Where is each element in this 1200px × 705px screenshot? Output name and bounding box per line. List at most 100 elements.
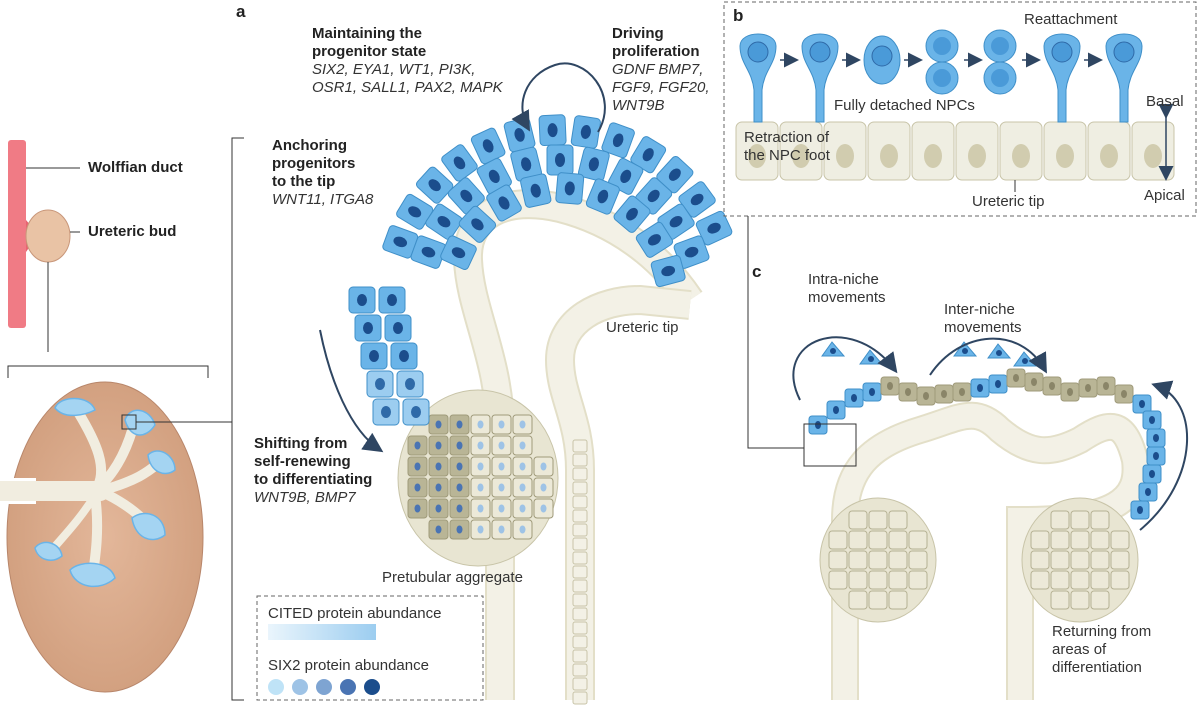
npc-cell bbox=[630, 136, 667, 174]
niche-nucleus bbox=[869, 388, 875, 396]
aggregate-nucleus bbox=[477, 483, 484, 492]
npc-nucleus bbox=[375, 378, 385, 390]
wolffian-duct-label: Wolffian duct bbox=[88, 159, 183, 176]
npc-nucleus bbox=[498, 196, 510, 210]
npc-nucleus bbox=[647, 234, 661, 246]
aggregate-nucleus bbox=[477, 420, 484, 429]
npc-cell bbox=[570, 115, 601, 149]
migrating-nucleus bbox=[996, 350, 1002, 356]
aggregate-nucleus bbox=[540, 462, 547, 471]
npc-nucleus bbox=[453, 156, 466, 170]
panel-b-ureteric-tip-label: Ureteric tip bbox=[972, 193, 1045, 210]
aggregate-nucleus bbox=[477, 504, 484, 513]
tube-cell bbox=[572, 649, 588, 663]
aggregate-cell bbox=[908, 530, 928, 550]
aggregate-nucleus bbox=[540, 483, 547, 492]
niche-nucleus bbox=[1013, 374, 1019, 382]
npc-nucleus bbox=[530, 183, 541, 198]
aggregate-cell bbox=[1050, 570, 1070, 590]
aggregate-cell bbox=[868, 590, 888, 610]
npc-nucleus bbox=[871, 45, 893, 67]
tip-epithelial-nucleus bbox=[792, 144, 810, 168]
aggregate-cell bbox=[888, 550, 908, 570]
aggregate-nucleus bbox=[435, 420, 442, 429]
npc-nucleus bbox=[626, 207, 638, 221]
c-zoom-box bbox=[803, 423, 857, 467]
tube-cell bbox=[572, 691, 588, 705]
aggregate-nucleus bbox=[435, 483, 442, 492]
aggregate-nucleus bbox=[456, 441, 463, 450]
aggregate-nucleus bbox=[498, 462, 505, 471]
b-to-c-connector bbox=[747, 216, 804, 449]
overview-panel bbox=[0, 140, 232, 693]
npc-nucleus bbox=[647, 189, 660, 203]
niche-nucleus bbox=[1145, 488, 1151, 496]
npc-nucleus bbox=[520, 157, 532, 172]
npc-cell bbox=[650, 254, 686, 288]
npc-nucleus bbox=[684, 246, 699, 258]
npc-nucleus bbox=[933, 37, 951, 55]
npc-nucleus bbox=[661, 265, 676, 277]
aggregate-cell bbox=[828, 570, 848, 590]
npc-nucleus bbox=[460, 189, 473, 203]
aggregate-cell bbox=[1070, 590, 1090, 610]
niche-nucleus bbox=[905, 388, 911, 396]
niche-nucleus bbox=[1067, 388, 1073, 396]
niche-nucleus bbox=[1103, 382, 1109, 390]
niche-nucleus bbox=[887, 382, 893, 390]
niche-nucleus bbox=[941, 390, 947, 398]
apical-label: Apical bbox=[1144, 187, 1185, 204]
aggregate-cell bbox=[848, 510, 868, 530]
wolffian-duct bbox=[8, 140, 26, 328]
kidney-shape bbox=[6, 381, 204, 693]
panel-b bbox=[723, 1, 1197, 449]
six2-dot bbox=[316, 679, 332, 695]
tube-cells bbox=[572, 439, 588, 705]
npc-nucleus bbox=[707, 222, 721, 234]
panel-c bbox=[792, 336, 1189, 700]
npc-nucleus bbox=[411, 406, 421, 418]
maintaining-genes-1: SIX2, EYA1, WT1, PI3K, bbox=[312, 61, 476, 78]
aggregate-nucleus bbox=[519, 504, 526, 513]
npc-cell bbox=[384, 314, 412, 342]
inter-niche-label-2: movements bbox=[944, 319, 1022, 336]
npc-nucleus bbox=[421, 246, 436, 258]
aggregate-cell bbox=[1030, 530, 1050, 550]
tip-epithelial-nucleus bbox=[968, 144, 986, 168]
npc-cell bbox=[520, 173, 552, 208]
npc-nucleus bbox=[580, 125, 591, 139]
six2-abundance-dots bbox=[268, 679, 380, 695]
aggregate-nucleus bbox=[414, 441, 421, 450]
retraction-label-2: the NPC foot bbox=[744, 147, 830, 164]
tip-epithelial-nucleus bbox=[748, 144, 766, 168]
shifting-title-2: self-renewing bbox=[254, 453, 351, 470]
zoom-bracket bbox=[7, 365, 209, 378]
npc-cell bbox=[458, 205, 497, 243]
npc-nucleus bbox=[369, 350, 379, 362]
aggregate-cell bbox=[848, 590, 868, 610]
tube-cell bbox=[572, 523, 588, 537]
aggregate-nucleus bbox=[435, 504, 442, 513]
aggregate-cell bbox=[1070, 510, 1090, 530]
migrating-nucleus bbox=[1022, 358, 1028, 364]
aggregate-cell bbox=[828, 530, 848, 550]
aggregate-nucleus bbox=[519, 441, 526, 450]
proliferation-cycle-arrow bbox=[511, 62, 606, 133]
aggregate-cell bbox=[1070, 530, 1090, 550]
npc-cell bbox=[372, 398, 400, 426]
ureteric-stalk-inner bbox=[546, 286, 692, 700]
shifting-arrow bbox=[319, 329, 384, 453]
panel-c-cells bbox=[808, 341, 1166, 610]
aggregate-nucleus bbox=[519, 483, 526, 492]
npc-cell bbox=[577, 146, 610, 182]
tube-cell bbox=[572, 579, 588, 593]
maintaining-title-2: progenitor state bbox=[312, 43, 427, 60]
six2-legend-label: SIX2 protein abundance bbox=[268, 657, 429, 674]
npc-cell bbox=[402, 398, 430, 426]
aggregate-nucleus bbox=[477, 525, 484, 534]
tube-cell bbox=[572, 565, 588, 579]
aggregate-cell bbox=[888, 510, 908, 530]
panel-b-epithelium bbox=[735, 121, 1175, 181]
npc-cell bbox=[476, 157, 512, 195]
